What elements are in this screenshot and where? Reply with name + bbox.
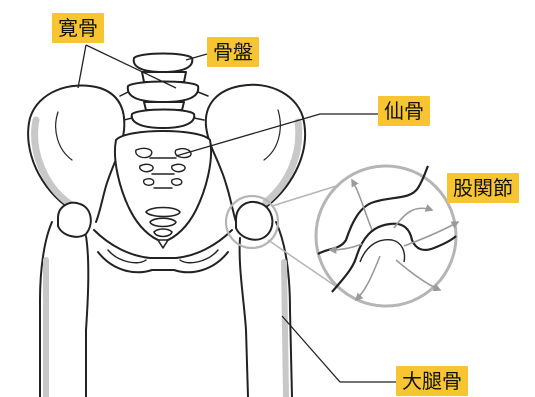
leader-femur [282,316,396,382]
right-femoral-head [236,202,272,240]
lumbar-vertebrae [120,54,208,129]
pelvis-illustration [28,54,305,397]
label-pelvis: 骨盤 [207,37,259,67]
left-ilium-wing [28,86,124,222]
label-hip-joint: 股関節 [447,173,519,203]
label-femur: 大腿骨 [396,366,468,396]
right-femur-shade [284,262,286,397]
label-sacrum: 仙骨 [378,96,430,126]
hip-joint-callout [268,166,458,306]
left-femoral-head [58,203,91,237]
label-ilium: 寛骨 [52,13,104,43]
pubic-lower [98,252,228,272]
